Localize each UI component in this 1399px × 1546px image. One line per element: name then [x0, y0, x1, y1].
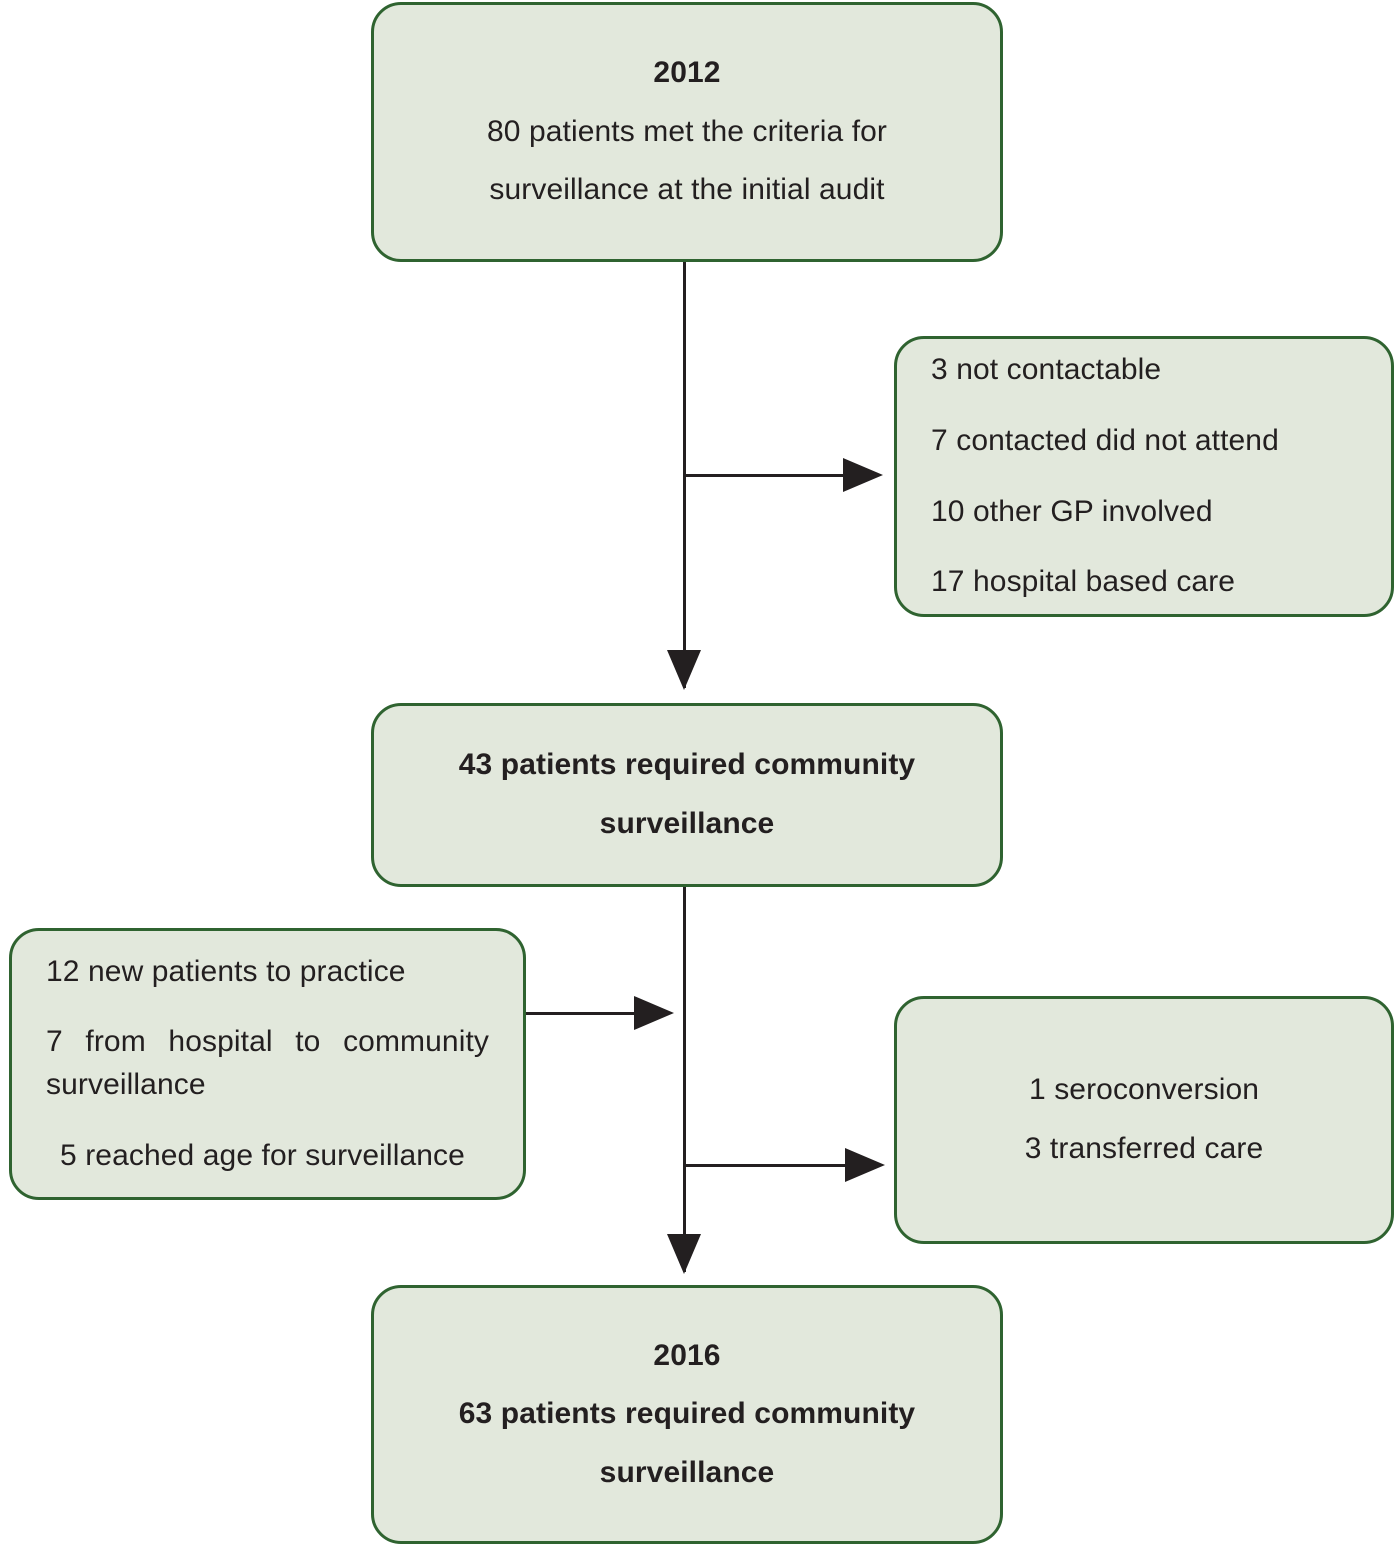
- node-line-text: surveillance at the initial audit: [489, 173, 885, 207]
- node-line-text: surveillance: [599, 1455, 775, 1489]
- node-required-43: 43 patients required community surveilla…: [371, 703, 1003, 887]
- connector-line-from-additions: [526, 1012, 654, 1015]
- arrow-head-right-to-removals-box: [845, 1148, 885, 1182]
- node-additions: 12 new patients to practice 7 from hospi…: [9, 928, 526, 1200]
- node-initial-audit-2012: 2012 80 patients met the criteria for su…: [371, 2, 1003, 262]
- exclusion-item: 10 other GP involved: [931, 494, 1213, 528]
- node-line-text: 63 patients required community: [458, 1397, 916, 1431]
- addition-item: 7 from hospital to community surveillanc…: [46, 1025, 489, 1101]
- connector-line-to-removals: [683, 1164, 861, 1167]
- connector-line-to-exclusions: [683, 474, 858, 477]
- node-line-text: 80 patients met the criteria for: [486, 114, 888, 148]
- exclusion-item: 3 not contactable: [931, 353, 1162, 387]
- addition-item: 5 reached age for surveillance: [60, 1138, 465, 1172]
- node-line-text: surveillance: [599, 807, 775, 840]
- node-removals: 1 seroconversion 3 transferred care: [894, 996, 1394, 1244]
- removal-item: 1 seroconversion: [1028, 1073, 1260, 1107]
- exclusion-item: 17 hospital based care: [931, 565, 1236, 599]
- connector-line-43-to-2016: [683, 887, 686, 1272]
- arrow-head-right-from-additions-box: [634, 996, 674, 1030]
- exclusion-item: 7 contacted did not attend: [931, 423, 1279, 457]
- removal-item: 3 transferred care: [1024, 1132, 1264, 1165]
- node-exclusions: 3 not contactable 7 contacted did not at…: [894, 336, 1394, 617]
- node-line-year: 2012: [653, 56, 721, 90]
- node-line-year: 2016: [653, 1338, 721, 1372]
- arrow-head-down-to-43-box: [667, 650, 701, 690]
- addition-item: 12 new patients to practice: [46, 954, 406, 988]
- node-line-text: 43 patients required community: [458, 748, 916, 782]
- arrow-head-down-to-2016-box: [667, 1234, 701, 1274]
- arrow-head-right-to-exclusions-box: [843, 458, 883, 492]
- node-final-2016: 2016 63 patients required community surv…: [371, 1285, 1003, 1544]
